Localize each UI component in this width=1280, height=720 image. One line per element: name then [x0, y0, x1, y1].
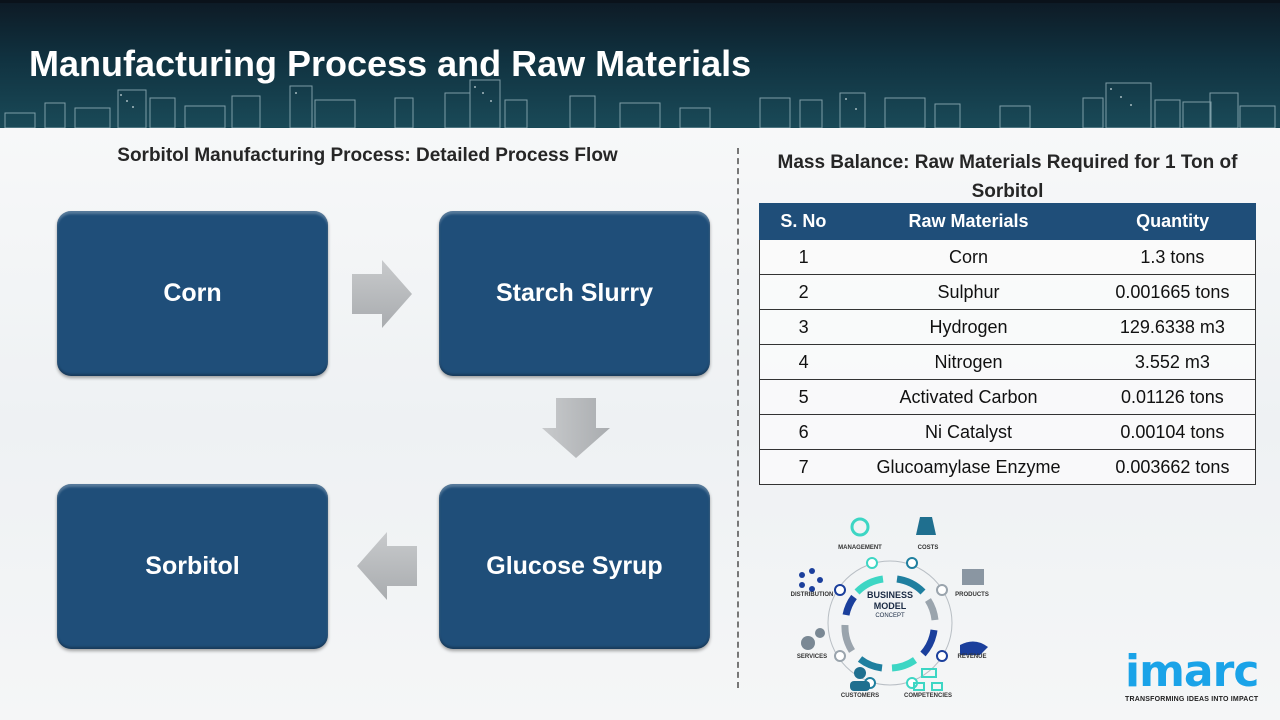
table-row: 7 Glucoamylase Enzyme 0.003662 tons	[759, 449, 1256, 485]
cell-quantity: 129.6338 m3	[1089, 309, 1256, 345]
center-line-3: CONCEPT	[875, 613, 905, 619]
logo-tagline: TRANSFORMING IDEAS INTO IMPACT	[1125, 696, 1259, 703]
cell-quantity: 0.00104 tons	[1089, 414, 1256, 450]
table-header-row: S. No Raw Materials Quantity	[759, 203, 1256, 240]
table-row: 6 Ni Catalyst 0.00104 tons	[759, 414, 1256, 450]
mass-balance-title: Mass Balance: Raw Materials Required for…	[777, 152, 1238, 202]
logo-wordmark: imarc	[1125, 646, 1259, 697]
process-step-starch-slurry: Starch Slurry	[439, 211, 710, 376]
label-management: MANAGEMENT	[838, 545, 882, 551]
services-icon	[801, 628, 825, 650]
cell-sno: 4	[759, 344, 848, 380]
cell-material: Hydrogen	[847, 309, 1090, 345]
products-icon	[962, 569, 984, 585]
page-title: Manufacturing Process and Raw Materials	[29, 43, 752, 84]
table-row: 2 Sulphur 0.001665 tons	[759, 274, 1256, 310]
arrow-right-icon	[352, 260, 412, 328]
business-model-ring	[799, 517, 988, 691]
cell-quantity: 0.01126 tons	[1089, 379, 1256, 415]
cell-sno: 2	[759, 274, 848, 310]
cell-sno: 5	[759, 379, 848, 415]
mass-balance-table: S. No Raw Materials Quantity 1 Corn 1.3 …	[759, 203, 1256, 485]
process-step-label: Sorbitol	[145, 552, 240, 580]
process-flow-title: Sorbitol Manufacturing Process: Detailed…	[117, 145, 618, 166]
header-banner: Manufacturing Process and Raw Materials	[0, 0, 1280, 128]
cell-material: Sulphur	[847, 274, 1090, 310]
column-header-raw-materials: Raw Materials	[846, 203, 1091, 240]
cell-material: Activated Carbon	[847, 379, 1090, 415]
table-row: 4 Nitrogen 3.552 m3	[759, 344, 1256, 380]
table-row: 3 Hydrogen 129.6338 m3	[759, 309, 1256, 345]
process-step-label: Starch Slurry	[495, 279, 653, 307]
center-line-2: MODEL	[873, 601, 907, 611]
cell-quantity: 3.552 m3	[1089, 344, 1256, 380]
customers-icon	[850, 667, 870, 691]
cell-material: Nitrogen	[847, 344, 1090, 380]
center-line-1: BUSINESS	[866, 590, 913, 600]
distribution-icon	[799, 568, 823, 592]
cell-sno: 6	[759, 414, 848, 450]
cell-material: Ni Catalyst	[847, 414, 1090, 450]
process-step-sorbitol: Sorbitol	[57, 484, 328, 649]
cell-sno: 7	[759, 449, 848, 485]
cell-sno: 3	[759, 309, 848, 345]
competencies-icon	[913, 668, 943, 691]
cell-material: Glucoamylase Enzyme	[847, 449, 1090, 485]
cell-quantity: 0.001665 tons	[1089, 274, 1256, 310]
process-step-label: Glucose Syrup	[486, 552, 663, 580]
city-skyline-graphic	[4, 79, 1276, 128]
cell-quantity: 1.3 tons	[1089, 239, 1256, 275]
management-icon	[850, 517, 870, 537]
costs-icon	[916, 517, 936, 535]
cell-sno: 1	[759, 239, 848, 275]
label-costs: COSTS	[917, 545, 939, 551]
table-row: 1 Corn 1.3 tons	[759, 239, 1256, 275]
table-row: 5 Activated Carbon 0.01126 tons	[759, 379, 1256, 415]
label-products: PRODUCTS	[955, 592, 989, 598]
process-step-label: Corn	[163, 279, 222, 307]
label-services: SERVICES	[796, 654, 828, 660]
revenue-icon	[960, 641, 988, 655]
business-model-graphic: MANAGEMENT COSTS DISTRIBUTION PRODUCTS S…	[780, 505, 1000, 710]
column-header-quantity: Quantity	[1089, 203, 1256, 240]
label-competencies: COMPETENCIES	[903, 693, 952, 699]
section-divider	[737, 148, 739, 688]
cell-quantity: 0.003662 tons	[1089, 449, 1256, 485]
column-header-sno: S. No	[759, 203, 848, 240]
arrow-left-icon	[357, 532, 417, 600]
label-customers: CUSTOMERS	[840, 693, 880, 699]
cell-material: Corn	[847, 239, 1090, 275]
arrow-down-icon	[542, 398, 610, 458]
imarc-logo: imarc TRANSFORMING IDEAS INTO IMPACT	[1125, 646, 1275, 704]
process-step-corn: Corn	[57, 211, 328, 376]
label-distribution: DISTRIBUTION	[790, 592, 834, 598]
business-model-center: BUSINESS MODEL CONCEPT	[845, 590, 935, 620]
label-revenue: REVENUE	[957, 654, 987, 660]
process-step-glucose-syrup: Glucose Syrup	[439, 484, 710, 649]
